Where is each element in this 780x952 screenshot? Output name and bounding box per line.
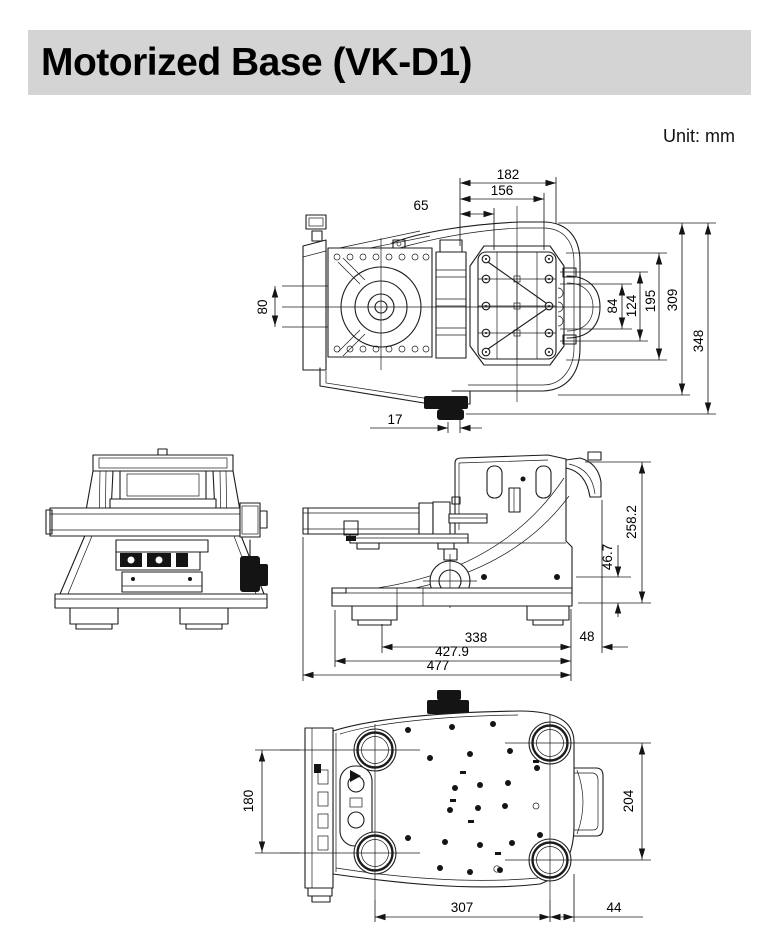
dim-label-195: 195 [643,290,658,313]
dim-label-44: 44 [606,900,622,915]
dim-label-65: 65 [413,198,428,213]
section-title-bar: Motorized Base (VK-D1) [28,30,751,95]
dim-label-427-9: 427.9 [435,644,469,659]
dim-label-84: 84 [605,298,620,314]
machine-outline [282,206,601,420]
top-view-drawing: 182 156 65 80 84 124 195 309 348 17 [255,167,716,433]
bottom-view-drawing: 180 204 307 44 [241,690,651,922]
dim-label-307: 307 [451,900,474,915]
top-view-dimensions: 182 156 65 80 84 124 195 309 348 17 [255,167,716,433]
dim-label-124: 124 [624,294,639,317]
dim-label-156: 156 [491,183,514,198]
front-view-drawing [45,448,268,630]
dim-label-46-7: 46.7 [600,544,615,570]
dim-label-338: 338 [465,630,488,645]
side-view-drawing: 258.2 46.7 338 427.9 477 48 [302,451,651,681]
dim-label-48: 48 [579,629,594,644]
machine-outline [302,451,602,626]
dim-label-477: 477 [427,658,450,673]
unit-label: Unit: mm [663,126,735,146]
bottom-view-dimensions: 180 204 307 44 [241,742,651,922]
dim-label-258-2: 258.2 [624,505,639,539]
dim-label-204: 204 [621,789,636,812]
dim-label-348: 348 [691,330,706,353]
dim-label-309: 309 [665,289,680,312]
machine-outline [280,690,630,903]
dim-label-80: 80 [255,299,270,314]
dim-label-17: 17 [387,412,402,427]
page-title: Motorized Base (VK-D1) [41,41,473,84]
side-view-dimensions: 258.2 46.7 338 427.9 477 48 [302,461,651,681]
dim-label-182: 182 [497,167,520,182]
dim-label-180: 180 [241,790,256,813]
